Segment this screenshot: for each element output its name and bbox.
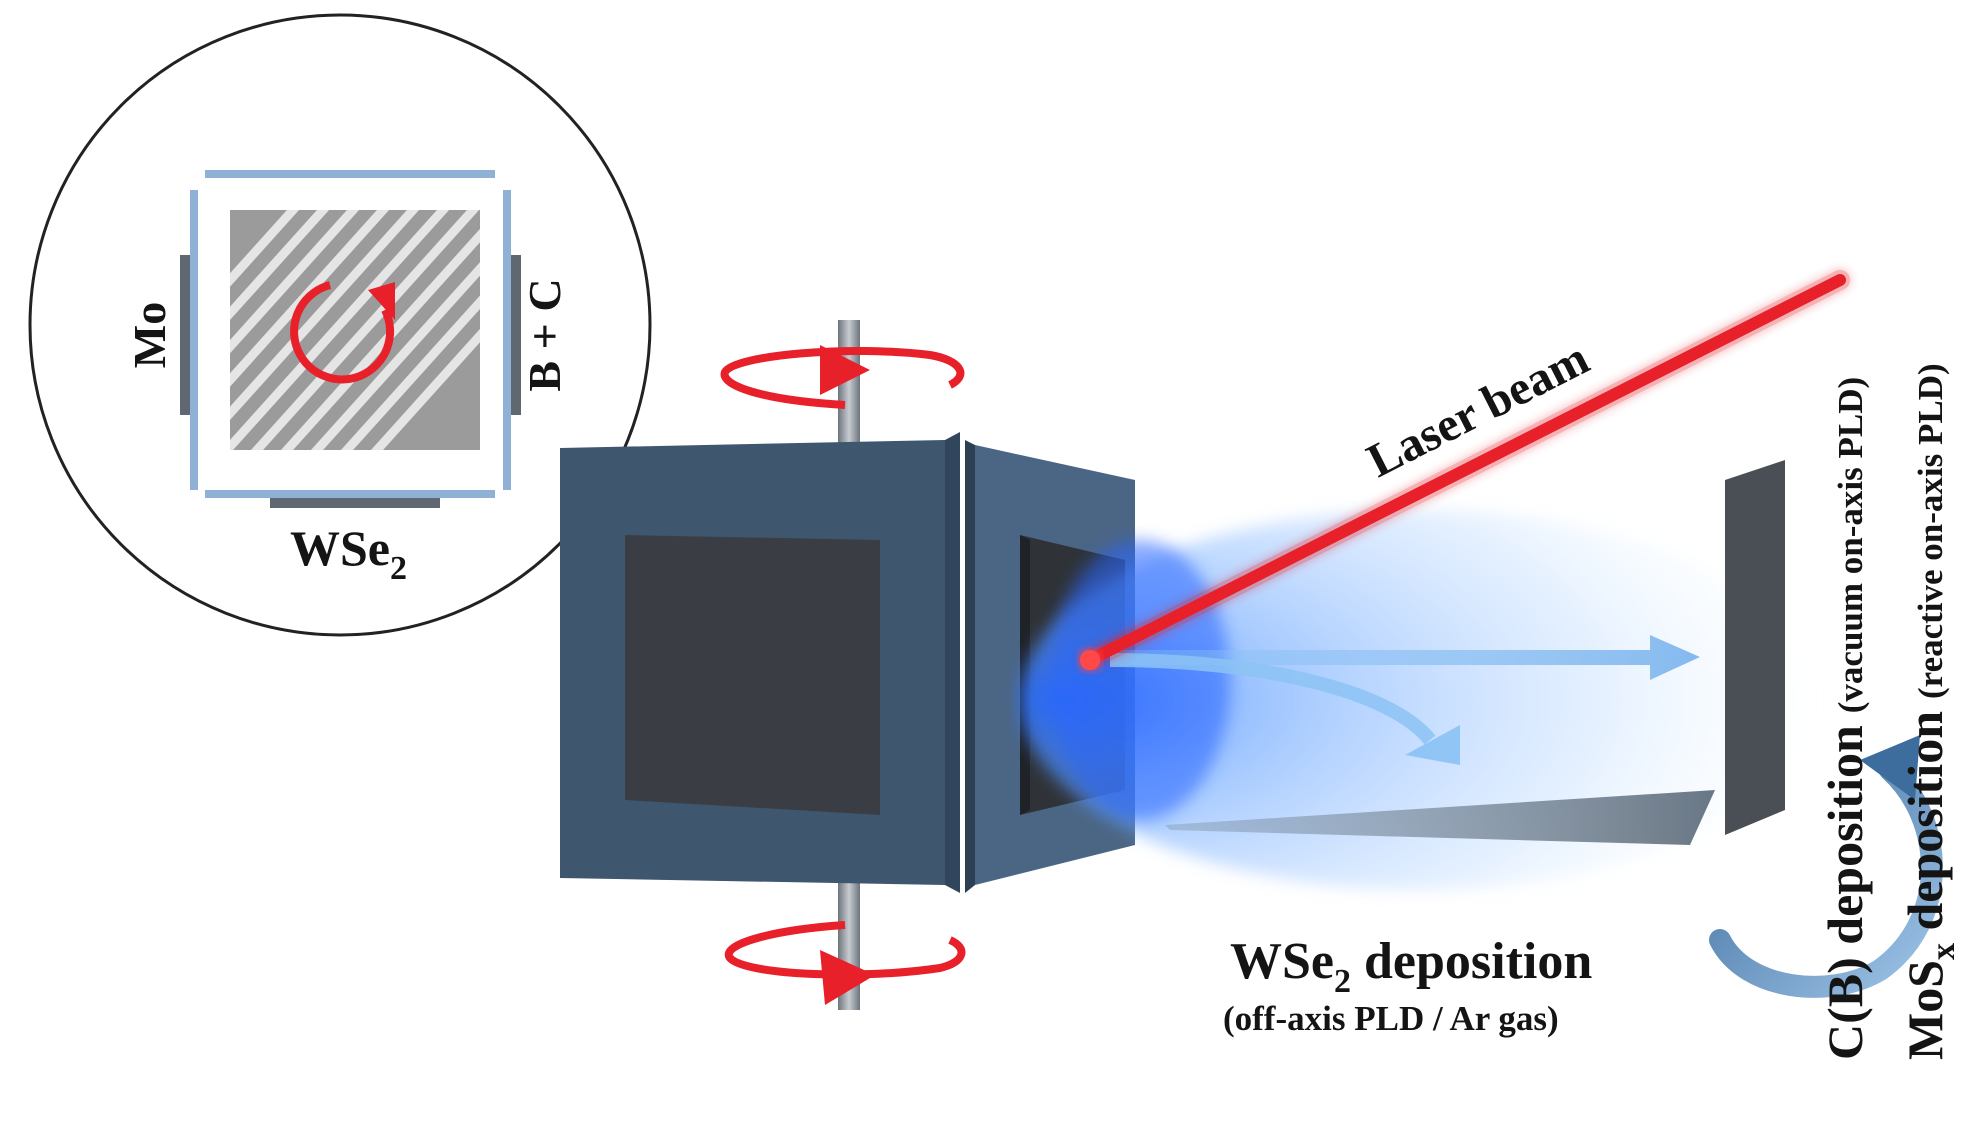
- target-carousel-inset: Mo B + C WSe2: [28, 13, 652, 637]
- hatch-lines: [230, 210, 480, 450]
- deposition-flow-arrows: [1109, 635, 1700, 765]
- mo-label: Mo: [124, 302, 175, 368]
- target-left: [625, 535, 880, 815]
- inset-frame-left: [190, 190, 198, 490]
- laser-spot: [1080, 650, 1100, 670]
- cb-deposition-label: C(B) deposition(vacuum on-axis PLD): [1817, 377, 1873, 1060]
- inset-frame-top: [205, 170, 495, 178]
- bottom-rotation-arrow: [724, 921, 966, 1005]
- wse2-inset-label: WSe2: [290, 520, 407, 587]
- inset-rotation-arrow: [290, 281, 395, 384]
- wse2-substrate: [1165, 790, 1715, 845]
- shaft-top: [838, 320, 860, 460]
- flow-arrow-curved: [1109, 653, 1436, 745]
- inset-frame-bottom: [205, 490, 495, 498]
- bc-label: B + C: [519, 278, 570, 391]
- wse2-deposition-subtitle: (off-axis PLD / Ar gas): [1223, 999, 1559, 1038]
- mo-target-plate: [180, 255, 190, 415]
- laser-beam: [1080, 270, 1850, 670]
- top-rotation-arrow: [720, 345, 965, 409]
- bc-target-plate: [511, 255, 521, 415]
- substrate-rotation-arrow: [1709, 735, 1943, 998]
- inset-rotation-arrowhead: [368, 282, 395, 320]
- laser-line: [1084, 274, 1846, 666]
- vertical-substrate: [1725, 460, 1785, 835]
- wse2-target-plate: [270, 498, 440, 508]
- wse2-deposition-title: WSe2 deposition: [1230, 933, 1592, 1000]
- mos-deposition-label: MoSx deposition(reactive on-axis PLD): [1897, 363, 1962, 1060]
- flow-arrow-straight: [1110, 635, 1700, 680]
- inset-frame-right: [503, 190, 511, 490]
